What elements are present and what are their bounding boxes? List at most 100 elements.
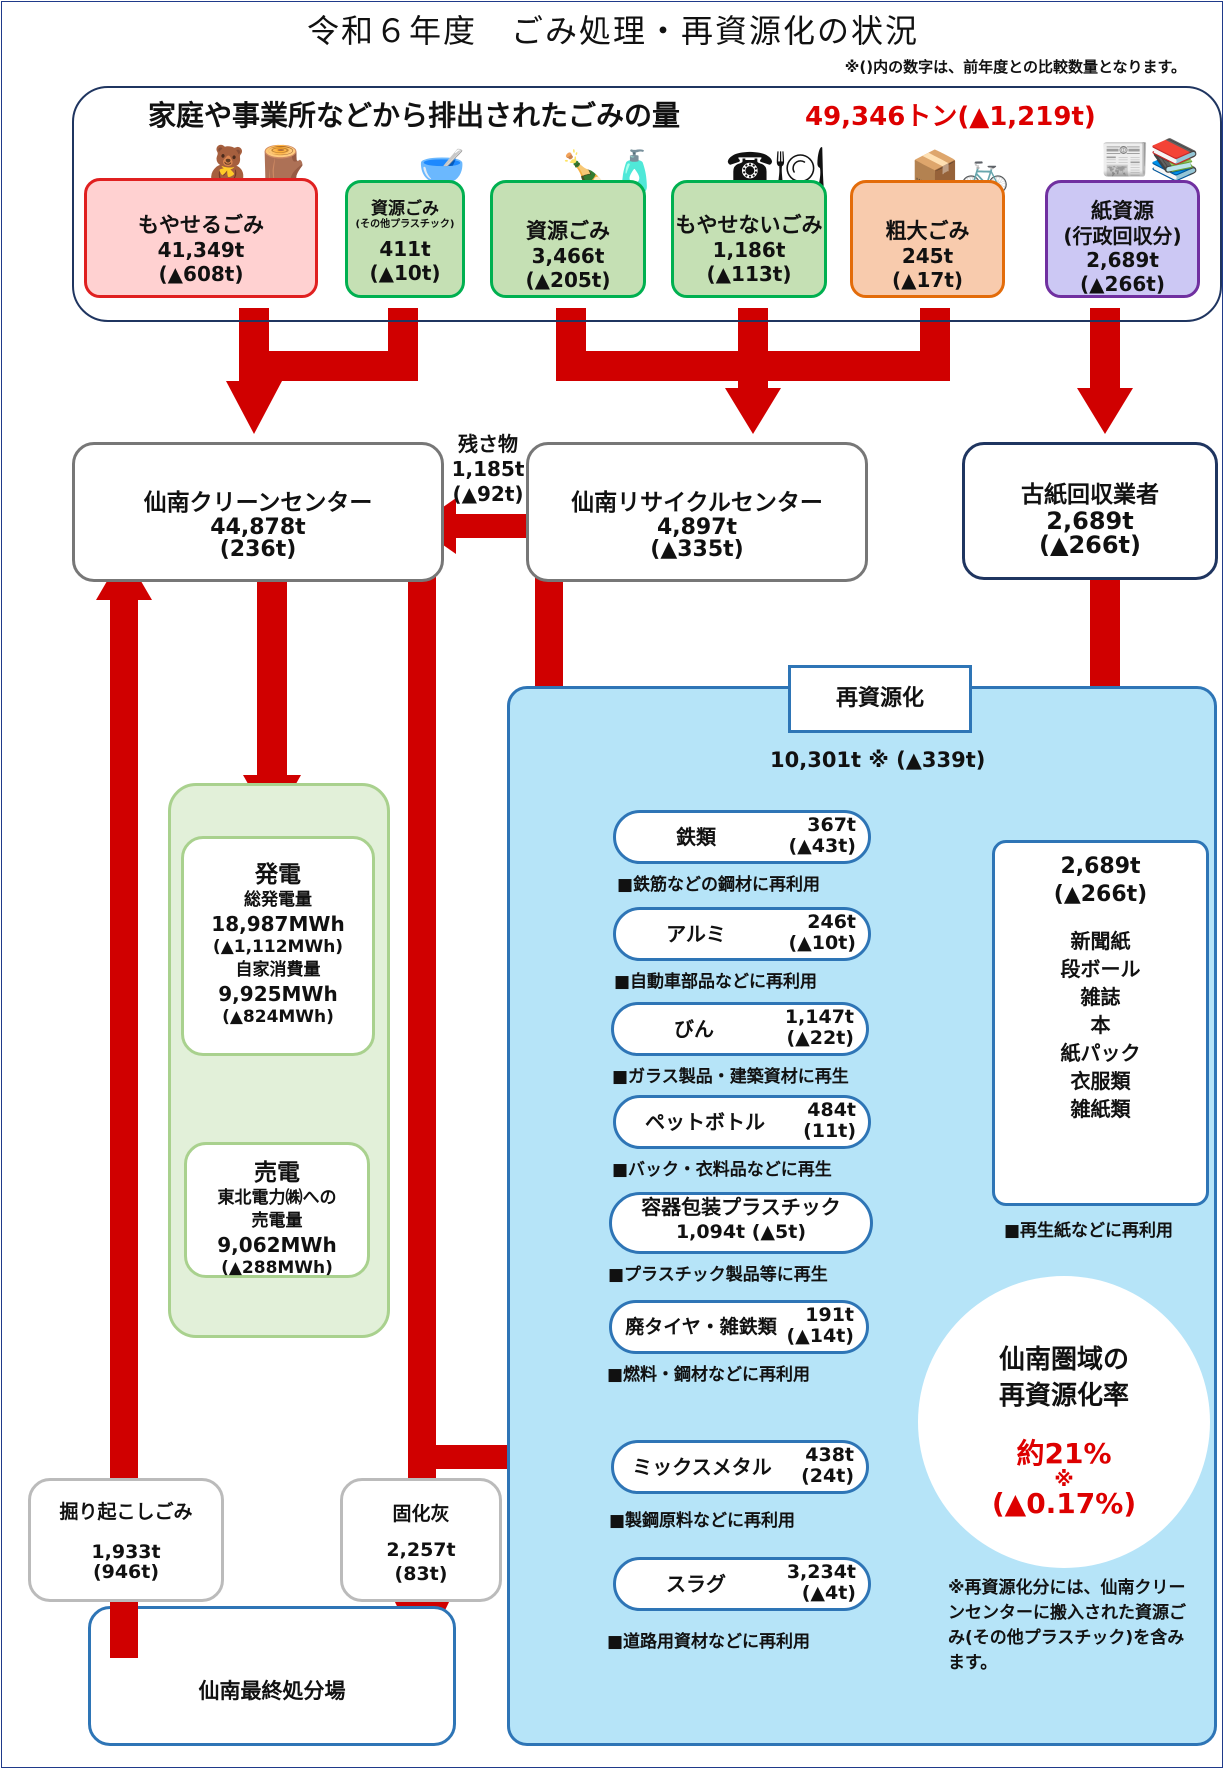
item-diff: (▲10t) [788,932,856,954]
category-diff: (▲266t) [1080,272,1165,297]
item-diff: (24t) [801,1465,854,1487]
item-desc: ■自動車部品などに再利用 [614,972,818,992]
power-generation-box: 発電 総発電量 18,987MWh (▲1,112MWh) 自家消費量 9,92… [181,836,375,1056]
paper-recycling-box: 2,689t (▲266t) 新聞紙 段ボール 雑誌 本 紙パック 衣服類 雑紙… [992,840,1209,1206]
recycle-center-diff: (▲335t) [650,537,744,562]
dug-waste-name: 掘り起こしごみ [59,1501,193,1523]
item-name: アルミ [666,922,726,946]
clean-center-value: 44,878t [210,515,306,540]
item-desc: ■製鋼原料などに再利用 [609,1511,796,1531]
rate-diff: (▲0.17%) [991,1487,1137,1520]
total-generation-label: 総発電量 [244,890,312,910]
paper-collector-value: 2,689t [1046,507,1134,535]
category-diff: (▲608t) [158,262,244,287]
fly-ash-name: 固化灰 [392,1503,450,1525]
paper-item: 衣服類 [1070,1069,1131,1093]
category-name: もやせないごみ [675,213,823,237]
item-value-block: 367t(▲43t) [788,815,856,857]
paper-item: 段ボール [1060,957,1141,981]
item-value: 1,094t (▲5t) [675,1221,807,1243]
item-name: ペットボトル [645,1110,765,1134]
residue-value: 1,185t [451,457,525,481]
recycle-item-pet: ペットボトル 484t(11t) [613,1095,871,1149]
power-sale-line2: 売電量 [251,1211,303,1231]
self-consumption-label: 自家消費量 [235,960,321,980]
category-value: 1,186t [712,238,786,263]
clean-center-node: 仙南クリーンセンター 44,878t (236t) [72,442,444,582]
item-diff: (11t) [803,1120,856,1142]
power-sale-diff: (▲288MWh) [221,1258,333,1278]
category-name: 紙資源 [1091,199,1154,223]
landfill-name: 仙南最終処分場 [198,1679,346,1703]
item-diff: (▲43t) [788,835,856,857]
self-consumption-diff: (▲824MWh) [222,1007,334,1027]
self-consumption-value: 9,925MWh [218,982,338,1006]
item-desc: ■プラスチック製品等に再生 [608,1265,828,1285]
paper-item: 雑紙類 [1070,1097,1131,1121]
item-value: 438t [805,1444,854,1466]
item-name: 容器包装プラスチック [641,1195,841,1219]
category-other-plastic: 資源ごみ (その他プラスチック) 411t (▲10t) [345,180,465,298]
recycle-item-plastic-packaging: 容器包装プラスチック 1,094t (▲5t) [609,1192,873,1254]
category-diff: (▲10t) [369,261,441,286]
item-name: 鉄類 [676,825,716,849]
item-value-block: 438t(24t) [801,1445,854,1487]
recycling-header: 再資源化 [788,665,972,733]
category-name: 資源ごみ [526,219,610,243]
item-value: 367t [807,814,856,836]
clean-center-name: 仙南クリーンセンター [143,490,373,516]
item-name: ミックスメタル [632,1455,772,1479]
category-name: 資源ごみ [371,199,439,219]
category-value: 245t [901,244,954,269]
recycle-item-slag: スラグ 3,234t(▲4t) [613,1557,871,1611]
generation-title: 家庭や事業所などから排出されたごみの量 [148,99,681,132]
category-value: 3,466t [531,244,605,269]
item-value-block: 3,234t(▲4t) [787,1562,856,1604]
paper-item: 雑誌 [1080,985,1121,1009]
power-sale-value: 9,062MWh [217,1233,337,1257]
item-value: 246t [807,911,856,933]
recycling-total: 10,301t ※ (▲339t) [770,748,986,772]
residue-label: 残さ物 1,185t (▲92t) [446,432,530,507]
item-diff: (▲14t) [786,1325,854,1347]
item-desc: ■鉄筋などの鋼材に再利用 [617,875,821,895]
item-value-block: 191t(▲14t) [786,1305,854,1347]
paper-recycled-diff: (▲266t) [1053,882,1148,907]
item-value-block: 246t(▲10t) [788,912,856,954]
item-value: 3,234t [786,1561,856,1583]
item-desc: ■バック・衣料品などに再生 [612,1160,832,1180]
comparison-note: ※()内の数字は、前年度との比較数量となります。 [844,58,1186,76]
rate-mark: ※ [1054,1467,1074,1491]
recycling-rate-circle: 仙南圏域の 再資源化率 約21% ※ (▲0.17%) [918,1276,1210,1568]
recycle-item-iron: 鉄類 367t(▲43t) [613,810,871,864]
fly-ash-value: 2,257t [386,1539,456,1561]
recycling-footnote: ※再資源化分には、仙南クリーンセンターに搬入された資源ごみ(その他プラスチック)… [948,1578,1186,1673]
page-title: 令和６年度 ごみ処理・再資源化の状況 [306,12,919,50]
dug-waste-value: 1,933t [91,1541,161,1563]
item-diff: (▲22t) [786,1027,854,1049]
category-sub: (行政回収分) [1063,224,1182,249]
power-sale-box: 売電 東北電力㈱への 売電量 9,062MWh (▲288MWh) [184,1142,370,1278]
category-diff: (▲17t) [891,268,964,293]
recycle-item-mixed-metal: ミックスメタル 438t(24t) [611,1440,869,1494]
dug-waste-node: 掘り起こしごみ 1,933t (946t) [28,1478,224,1602]
item-diff: (▲4t) [801,1582,856,1604]
item-name: スラグ [666,1572,726,1596]
recycle-center-name: 仙南リサイクルセンター [571,490,823,516]
item-value: 191t [805,1304,854,1326]
category-diff: (▲205t) [525,268,611,293]
rate-title-2: 再資源化率 [998,1381,1129,1411]
newspapers-icon: 📰📚 [1100,137,1200,183]
total-generation-value: 18,987MWh [211,912,345,936]
category-name: 粗大ごみ [885,219,970,243]
category-resources: 資源ごみ 3,466t (▲205t) [490,180,646,298]
paper-collector-name: 古紙回収業者 [1021,482,1159,508]
dug-waste-diff: (946t) [92,1561,160,1583]
category-diff: (▲113t) [706,262,792,287]
category-value: 41,349t [157,238,245,263]
item-name: びん [674,1017,714,1041]
paper-collector-node: 古紙回収業者 2,689t (▲266t) [962,442,1218,580]
item-name: 廃タイヤ・雑鉄類 [625,1316,777,1338]
residue-diff: (▲92t) [452,482,524,506]
